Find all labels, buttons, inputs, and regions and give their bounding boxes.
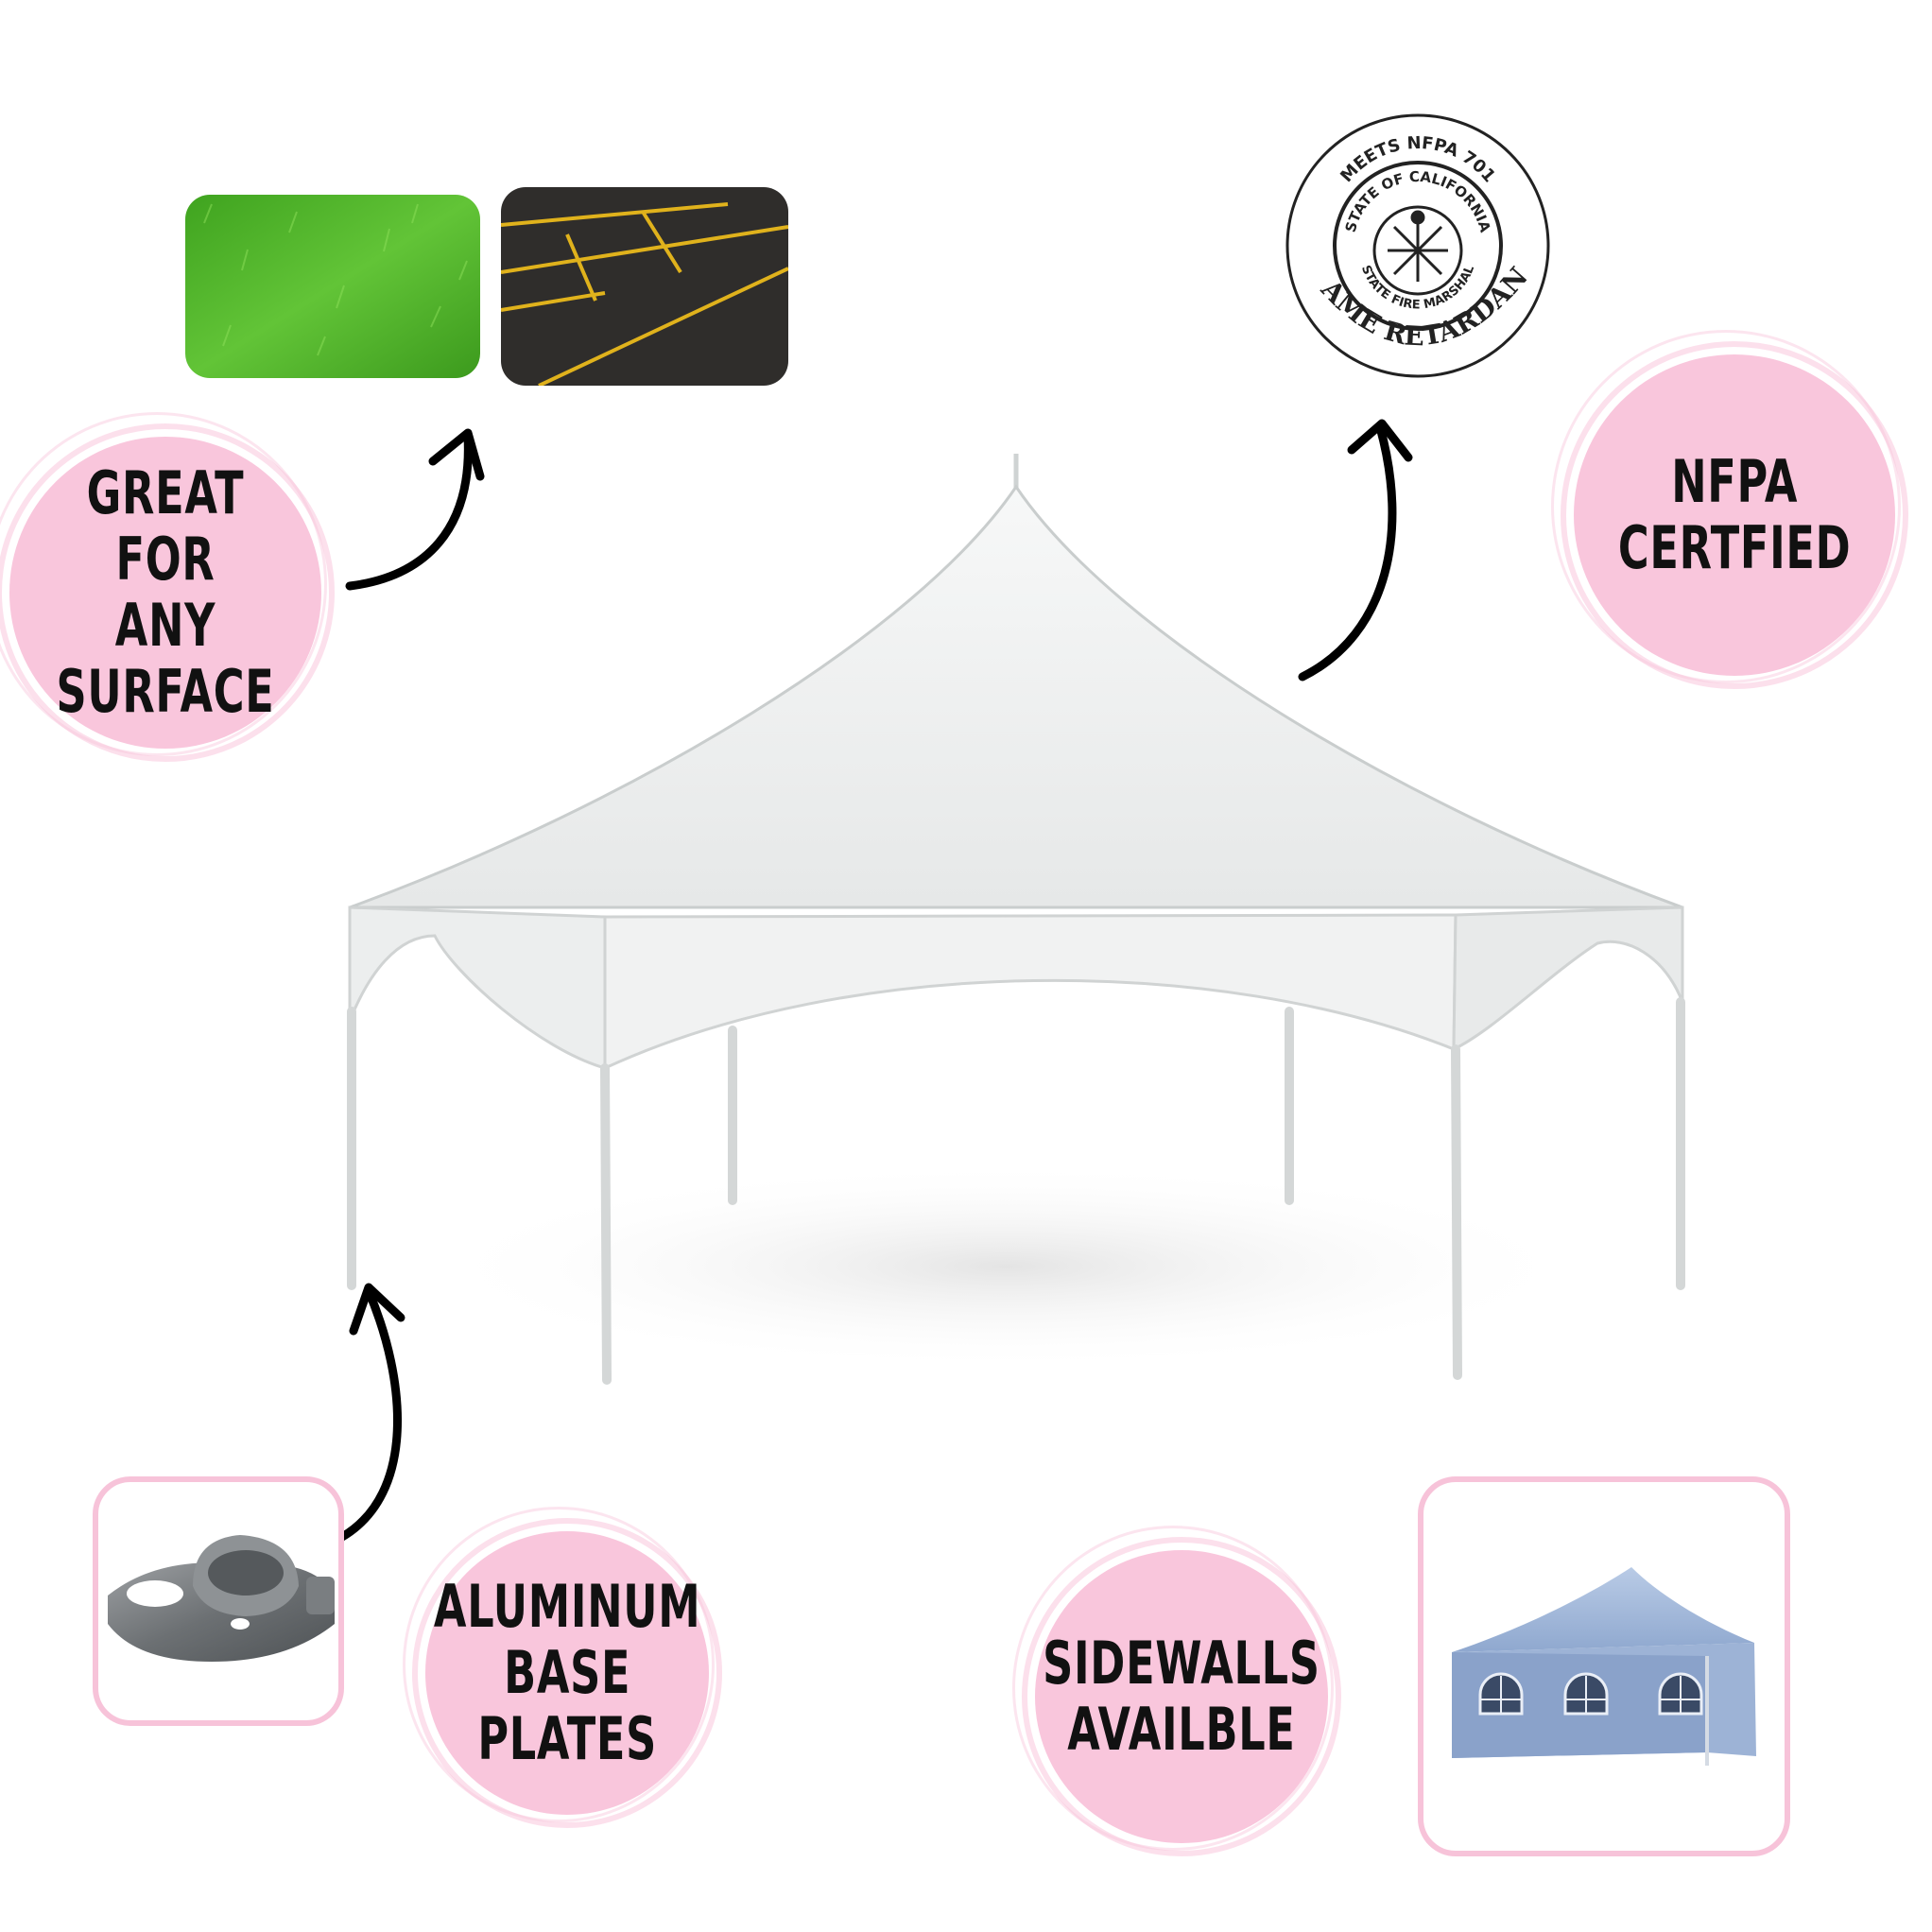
flame-retardant-seal: MEETS NFPA 701 STATE OF CALIFORNIA STATE… (1276, 104, 1560, 406)
base-plate-frame (93, 1476, 344, 1726)
sidewalls-available-bubble: SIDEWALLS AVAILBLE (1012, 1526, 1334, 1851)
aluminum-base-plates-text: ALUMINUM BASE PLATES (433, 1572, 701, 1773)
nfpa-certified-text: NFPA CERTFIED (1617, 447, 1852, 582)
any-surface-bubble: GREAT FOR ANY SURFACE (0, 412, 327, 756)
aluminum-base-plates-bubble: ALUMINUM BASE PLATES (403, 1507, 715, 1822)
sidewall-tent-frame (1418, 1476, 1790, 1856)
nfpa-certified-bubble: NFPA CERTFIED (1551, 330, 1901, 683)
asphalt-surface-image (501, 187, 788, 386)
grass-surface-image (185, 195, 480, 378)
any-surface-text: GREAT FOR ANY SURFACE (56, 458, 275, 726)
sidewall-tent-image (1452, 1567, 1756, 1766)
frame-tent-illustration (347, 454, 1685, 1385)
aluminum-base-plate-image (108, 1535, 335, 1662)
sidewalls-available-text: SIDEWALLS AVAILBLE (1043, 1629, 1320, 1764)
